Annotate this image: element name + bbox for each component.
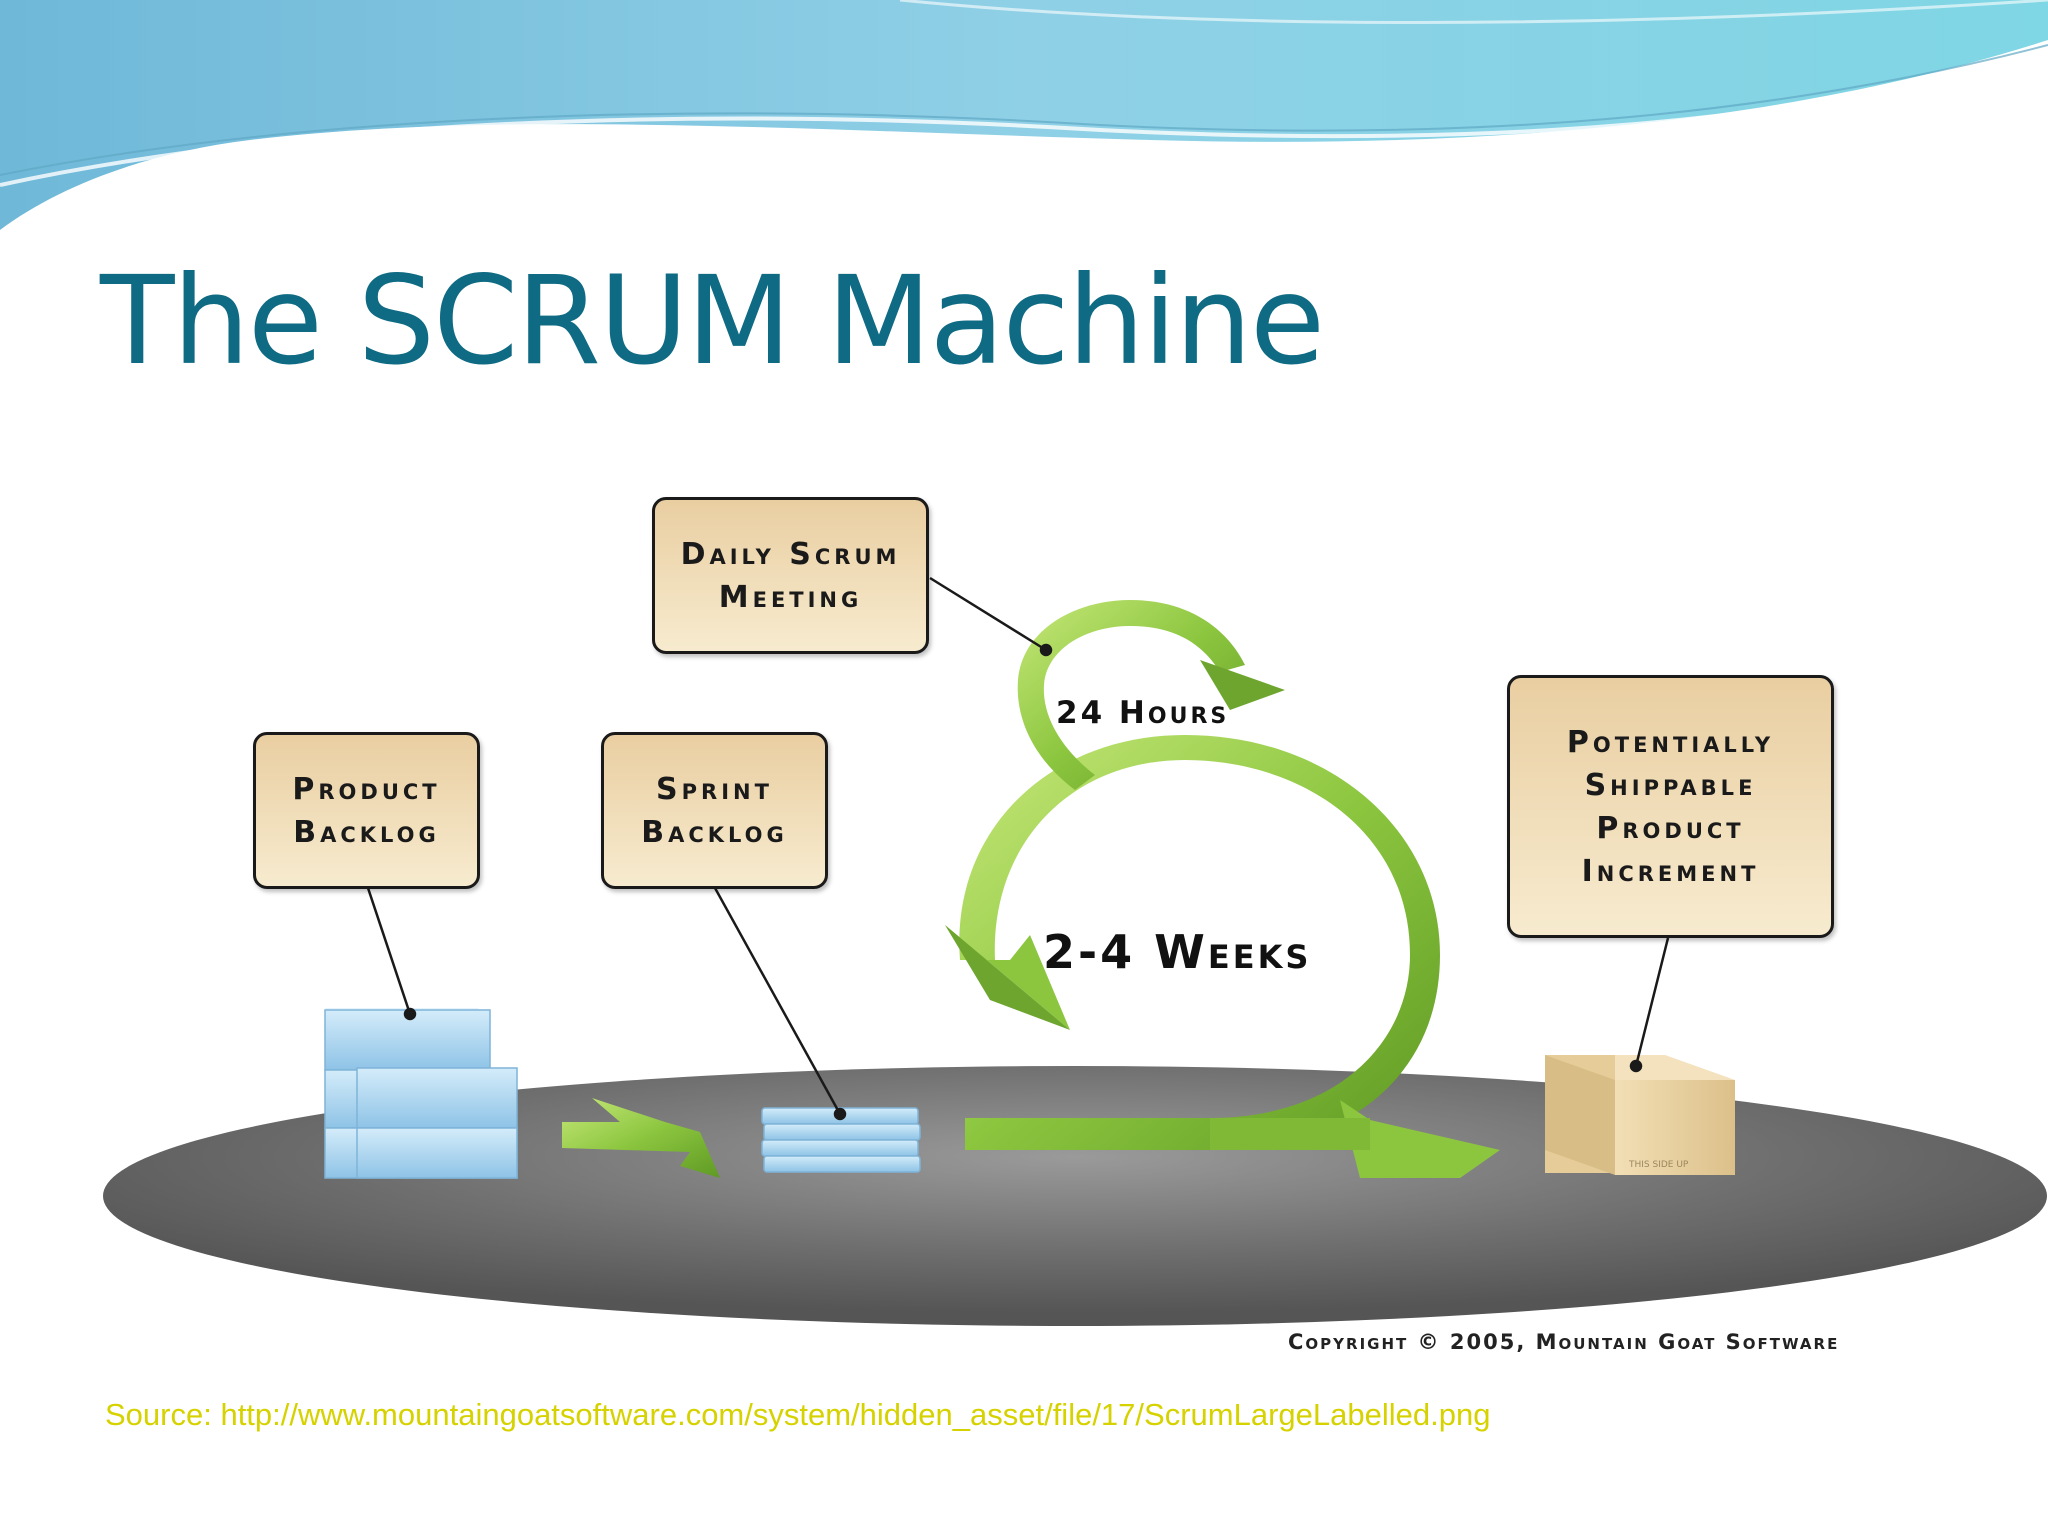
box-marking: THIS SIDE UP [1628,1160,1689,1170]
header-wave [0,0,2048,230]
increment-line-1: Potentially [1566,724,1775,760]
product-backlog-line-1: Product [292,771,441,807]
daily-scrum-line-1: Daily Scrum [680,536,901,572]
slide-title: The SCRUM Machine [100,250,1325,392]
increment-line-3: Product [1596,810,1745,846]
sprint-backlog-line-1: Sprint [656,771,773,807]
product-backlog-line-2: Backlog [293,814,440,850]
daily-scrum-line-2: Meeting [718,579,863,615]
copyright: Copyright © 2005, Mountain Goat Software [1288,1330,1840,1354]
shipping-box: THIS SIDE UP [1545,1055,1735,1175]
callout-lines [366,576,1670,1121]
daily-loop-arrow [1017,600,1285,790]
sprint-backlog-label: Sprint Backlog [601,732,828,889]
product-backlog-label: Product Backlog [253,732,480,889]
increment-label: Potentially Shippable Product Increment [1507,675,1834,938]
flow-arrow-small [562,1098,720,1178]
source-citation: Source: http://www.mountaingoatsoftware.… [105,1397,1491,1432]
daily-cycle-label: 24 Hours [1056,695,1230,731]
increment-line-4: Increment [1581,853,1760,889]
sprint-cycle-label: 2-4 Weeks [1043,925,1312,979]
increment-line-2: Shippable [1584,767,1757,803]
daily-scrum-label: Daily Scrum Meeting [652,497,929,654]
sprint-loop-arrow [945,735,1500,1178]
sprint-backlog-line-2: Backlog [641,814,788,850]
product-backlog-stack [324,1008,518,1179]
